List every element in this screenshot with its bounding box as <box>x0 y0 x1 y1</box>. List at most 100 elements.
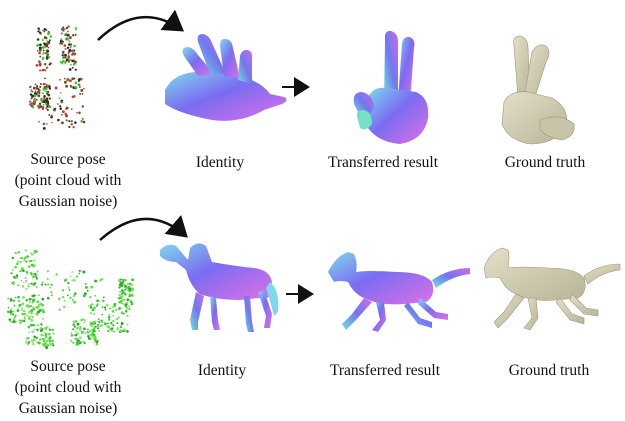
point-cloud-dot <box>94 280 97 283</box>
caption-line: Gaussian noise) <box>10 398 126 419</box>
point-cloud-dot <box>31 283 33 285</box>
point-cloud-dot <box>28 326 30 328</box>
point-cloud-dot <box>108 316 111 319</box>
point-cloud-dot <box>121 303 123 305</box>
point-cloud-dot <box>44 43 47 46</box>
point-cloud-dot <box>90 312 92 314</box>
point-cloud-dot <box>71 108 73 110</box>
caption-transferred-result: Transferred result <box>310 360 460 381</box>
point-cloud-dot <box>62 41 64 43</box>
point-cloud-dot <box>34 94 37 97</box>
point-cloud-dot <box>47 47 49 49</box>
point-cloud-dot <box>82 271 85 274</box>
point-cloud-dot <box>21 307 23 309</box>
point-cloud-dot <box>62 29 64 31</box>
point-cloud-dot <box>131 304 133 306</box>
point-cloud-dot <box>39 338 41 340</box>
point-cloud-dot <box>124 330 126 332</box>
point-cloud-dot <box>12 283 15 286</box>
point-cloud-dot <box>64 81 67 84</box>
point-cloud-dot <box>32 316 34 318</box>
point-cloud-dot <box>98 318 100 320</box>
point-cloud-dot <box>46 53 49 56</box>
point-cloud-dot <box>26 304 29 307</box>
point-cloud-dot <box>57 119 60 122</box>
point-cloud-dot <box>62 296 64 298</box>
point-cloud-dot <box>46 40 48 42</box>
point-cloud-dot <box>78 84 80 86</box>
point-cloud-dot <box>54 108 56 110</box>
horse-identity-mesh <box>160 243 278 332</box>
point-cloud-dot <box>73 324 75 326</box>
point-cloud-dot <box>38 304 40 306</box>
point-cloud-dot <box>121 289 123 291</box>
point-cloud-dot <box>21 280 23 282</box>
point-cloud-dot <box>59 105 61 107</box>
point-cloud-dot <box>116 328 119 331</box>
point-cloud-dot <box>87 290 89 292</box>
point-cloud-dot <box>71 60 74 63</box>
point-cloud-dot <box>24 257 27 260</box>
point-cloud-dot <box>40 83 42 85</box>
point-cloud-dot <box>48 114 50 116</box>
point-cloud-dot <box>29 306 31 308</box>
point-cloud-dot <box>129 288 132 291</box>
point-cloud-dot <box>19 304 22 307</box>
point-cloud-dot <box>43 344 46 347</box>
point-cloud-dot <box>125 310 127 312</box>
point-cloud-dot <box>36 329 38 331</box>
point-cloud-dot <box>119 291 121 293</box>
point-cloud-dot <box>124 293 127 296</box>
point-cloud-dot <box>51 340 54 343</box>
point-cloud-dot <box>45 346 48 349</box>
horse-ground-truth-mesh <box>484 248 620 330</box>
point-cloud-dot <box>114 304 116 306</box>
horse-source-point-cloud <box>7 249 134 349</box>
point-cloud-dot <box>111 323 113 325</box>
point-cloud-dot <box>43 104 45 106</box>
point-cloud-dot <box>42 57 44 59</box>
point-cloud-dot <box>31 331 34 334</box>
point-cloud-dot <box>42 69 45 72</box>
point-cloud-dot <box>37 270 39 272</box>
point-cloud-dot <box>39 64 41 66</box>
point-cloud-dot <box>79 336 82 339</box>
point-cloud-dot <box>70 47 72 49</box>
point-cloud-dot <box>78 273 80 275</box>
point-cloud-dot <box>49 339 51 341</box>
point-cloud-dot <box>119 301 121 303</box>
point-cloud-dot <box>45 336 47 338</box>
point-cloud-dot <box>26 255 29 258</box>
point-cloud-dot <box>69 36 72 39</box>
point-cloud-dot <box>19 270 21 272</box>
point-cloud-dot <box>68 120 70 122</box>
hand-transferred-mesh <box>354 31 429 144</box>
point-cloud-dot <box>45 103 47 105</box>
point-cloud-dot <box>68 40 70 42</box>
point-cloud-dot <box>52 333 54 335</box>
point-cloud-dot <box>13 305 15 307</box>
point-cloud-dot <box>95 326 97 328</box>
point-cloud-dot <box>46 50 49 53</box>
point-cloud-dot <box>106 304 109 307</box>
point-cloud-dot <box>25 280 27 282</box>
point-cloud-dot <box>38 60 41 63</box>
point-cloud-dot <box>90 322 92 324</box>
point-cloud-dot <box>14 266 17 269</box>
point-cloud-dot <box>45 46 47 48</box>
point-cloud-dot <box>111 327 113 329</box>
point-cloud-dot <box>44 31 46 33</box>
point-cloud-dot <box>22 296 25 299</box>
point-cloud-dot <box>21 302 24 305</box>
horse-transferred-mesh <box>328 252 470 332</box>
point-cloud-dot <box>45 333 48 336</box>
point-cloud-dot <box>65 48 67 50</box>
point-cloud-dot <box>70 340 72 342</box>
point-cloud-dot <box>70 297 72 299</box>
point-cloud-dot <box>28 298 30 300</box>
point-cloud-dot <box>47 109 49 111</box>
point-cloud-dot <box>43 83 45 85</box>
point-cloud-dot <box>67 31 69 33</box>
caption-identity: Identity <box>172 360 272 381</box>
curved-arrow <box>98 17 182 40</box>
